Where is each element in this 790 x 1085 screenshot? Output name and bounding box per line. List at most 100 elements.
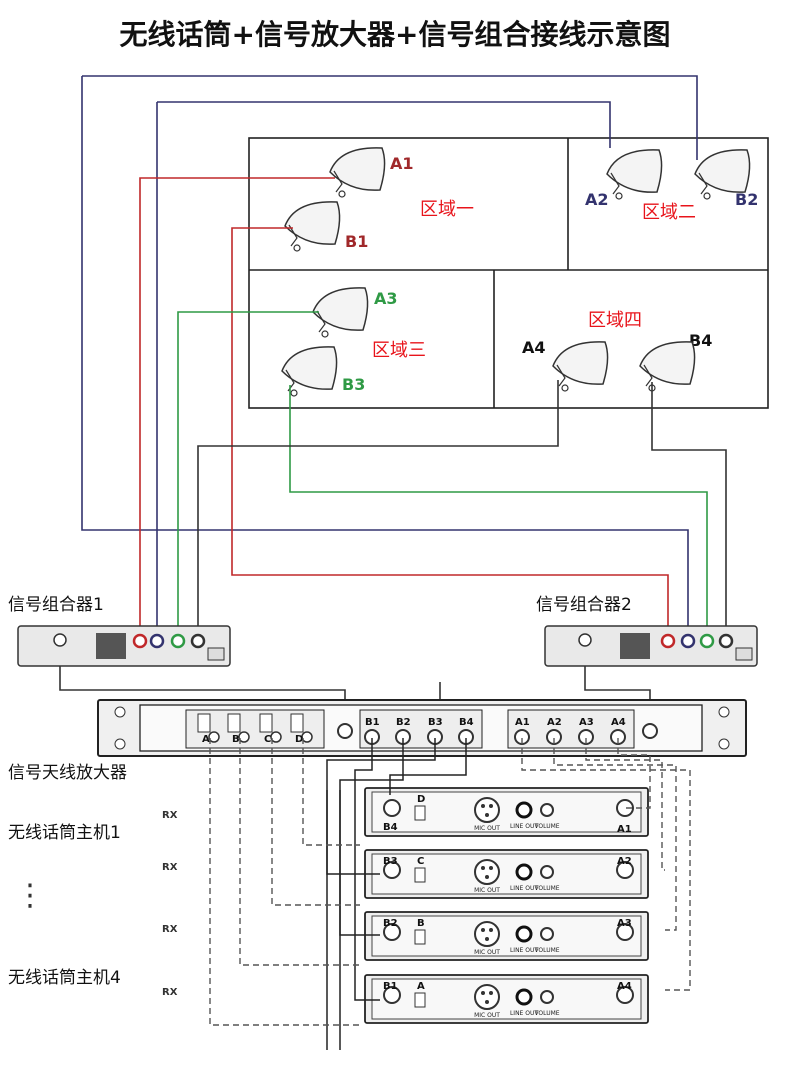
receiver-right-label: A4 [617,981,632,992]
receiver-cables [326,738,467,1050]
xlr-port [474,797,500,823]
combiner-2 [544,625,758,667]
receiver-right-port [616,923,634,941]
receiver-left-label: B2 [383,918,398,929]
antenna-a2 [606,149,663,200]
volume-label: VOLUME [534,885,559,892]
receiver-left-label: B3 [383,856,398,867]
volume-knob [540,803,554,817]
antenna-label-b1: B1 [345,232,368,251]
amp-b-outputs: B1 B2 B3 B4 [364,717,474,745]
amp-a-label: A3 [579,717,594,728]
amp-a-label: A4 [611,717,626,728]
amp-abcd-label: C [264,734,271,745]
amp-b-label: B1 [365,717,380,728]
antenna-label-a2: A2 [585,190,609,209]
cable-group [59,75,727,728]
amp-b-label: B3 [428,717,443,728]
receiver-left-port [383,923,401,941]
antenna-label-b2: B2 [735,190,758,209]
mic-out-label: MIC OUT [474,887,500,894]
port-b [238,731,250,743]
line-out-label: LINE OUT [510,823,538,830]
receiver-right-label: A1 [617,824,632,835]
cable-a4 [197,380,559,638]
cable-b4 [651,382,727,638]
cable-a2 [157,101,611,148]
cable-b2 [82,75,698,160]
rx-label: RX [162,987,178,998]
mic-out-label: MIC OUT [474,825,500,832]
port-a [208,731,220,743]
line-out-label: LINE OUT [510,885,538,892]
antenna-a1 [329,147,386,198]
receiver-left-port [383,986,401,1004]
switch-a [197,713,211,733]
receiver-dashed-cables [209,738,691,1026]
receiver-switch [414,992,426,1008]
receiver-letter: B [417,918,425,929]
amp-abcd-label: D [295,734,303,745]
receiver-letter: C [417,856,424,867]
receiver-right-port [616,986,634,1004]
vent-grille [620,633,650,659]
rx-label: RX [162,862,178,873]
amp-b-label: B4 [459,717,474,728]
receiver4-label: 无线话筒主机4 [8,968,121,988]
antenna-group [281,147,751,397]
receiver-right-port [616,861,634,879]
diagram-title: 无线话筒+信号放大器+信号组合接线示意图 [120,18,671,51]
volume-label: VOLUME [534,823,559,830]
xlr-port [474,984,500,1010]
receiver-left-port [383,861,401,879]
receiver-left-label: B1 [383,981,398,992]
receiver-right-label: A3 [617,918,632,929]
cable-a3 [177,311,319,638]
switch-d [290,713,304,733]
volume-knob [540,865,554,879]
amp-b-label: B2 [396,717,411,728]
antenna-label-b4: B4 [689,331,712,350]
cable-a1 [139,177,335,638]
port-d [301,731,313,743]
zone-outer-frame [248,137,769,409]
line-out-port [515,801,533,819]
line-out-label: LINE OUT [510,1010,538,1017]
combiner-1 [17,625,231,667]
zone-boxes [248,137,769,409]
line-out-port [515,863,533,881]
volume-knob [540,927,554,941]
antenna-b4 [639,341,696,392]
antenna-b2 [694,149,751,200]
antenna-a4 [552,341,609,392]
antenna-label-a1: A1 [390,154,414,173]
receiver-right-label: A2 [617,856,632,867]
antenna-a3 [312,287,369,338]
switch-c [259,713,273,733]
receiver-right-port [616,799,634,817]
xlr-port [474,921,500,947]
cable-b2-to-combiner2 [81,76,689,640]
amp-a-label: A2 [547,717,562,728]
cable-b3 [289,385,708,638]
combiner1-ports [53,633,225,661]
amp-abcd-label: B [232,734,240,745]
combiner1-label: 信号组合器1 [8,595,104,615]
receiver-switch [414,929,426,945]
receiver-left-port [383,799,401,817]
antenna-label-b3: B3 [342,375,365,394]
zone-label-3: 区域三 [372,340,426,361]
line-out-port [515,925,533,943]
receiver-letter: D [417,794,425,805]
combiner2-label: 信号组合器2 [536,595,632,615]
antenna-b1 [284,201,341,252]
rx-label: RX [162,810,178,821]
antenna-label-a3: A3 [374,289,398,308]
receiver-switch [414,867,426,883]
